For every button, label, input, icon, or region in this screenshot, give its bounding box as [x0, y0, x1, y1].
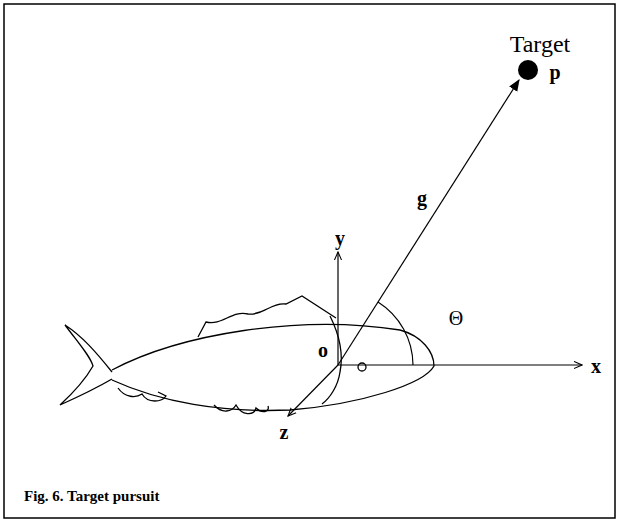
axis-label: y: [335, 228, 345, 248]
target-label: Target: [510, 32, 571, 56]
figure-caption: Fig. 6. Target pursuit: [24, 489, 159, 504]
axes: [288, 80, 582, 416]
vector-label: g: [417, 188, 427, 208]
fish-outline: [60, 296, 434, 414]
angle-label: Θ: [449, 308, 463, 328]
frame: [4, 4, 615, 518]
target-dot: [518, 60, 538, 80]
axis-label: x: [591, 356, 601, 376]
origin-label: o: [318, 340, 328, 360]
point-label: p: [549, 62, 560, 82]
axis-label: z: [280, 422, 289, 442]
